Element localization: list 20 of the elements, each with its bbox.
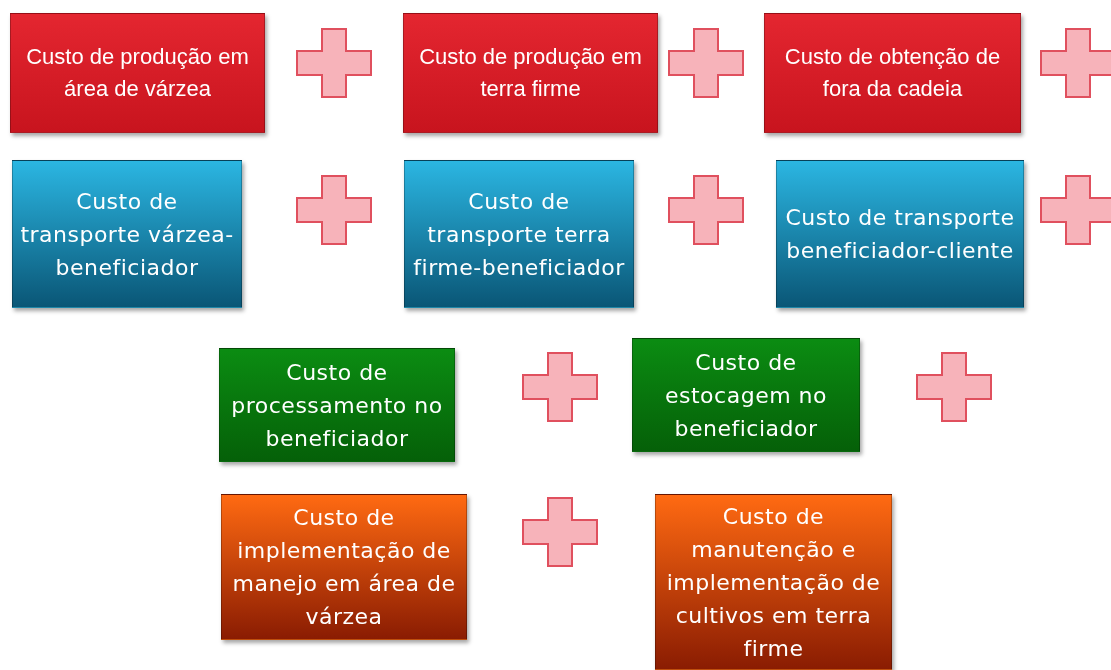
cost-box xyxy=(12,160,242,308)
box-label: Custo de obtenção de fora da cadeia xyxy=(783,43,1002,103)
cost-box xyxy=(776,160,1024,308)
box-label: Custo de transporte várzea-beneficiador xyxy=(19,187,235,282)
cost-box xyxy=(632,338,860,452)
cost-box xyxy=(221,494,467,640)
box-label: Custo de produção em terra firme xyxy=(418,43,643,103)
box-label: Custo de produção em área de várzea xyxy=(25,43,250,103)
box-label: Custo de estocagem no beneficiador xyxy=(664,348,828,443)
box-label: Custo de transporte beneficiador-cliente xyxy=(784,204,1016,265)
box-label: Custo de transporte terra firme-beneficiador xyxy=(412,187,626,282)
cost-box xyxy=(403,13,658,133)
cost-box xyxy=(404,160,634,308)
cost-box xyxy=(219,348,455,462)
box-label: Custo de processamento no beneficiador xyxy=(230,358,444,453)
cost-box xyxy=(764,13,1021,133)
box-label: Custo de manutenção e implementação de cultivos em terra firme xyxy=(665,502,882,663)
cost-box xyxy=(655,494,892,670)
cost-box xyxy=(10,13,265,133)
box-label: Custo de implementação de manejo em área de várzea xyxy=(231,504,457,631)
